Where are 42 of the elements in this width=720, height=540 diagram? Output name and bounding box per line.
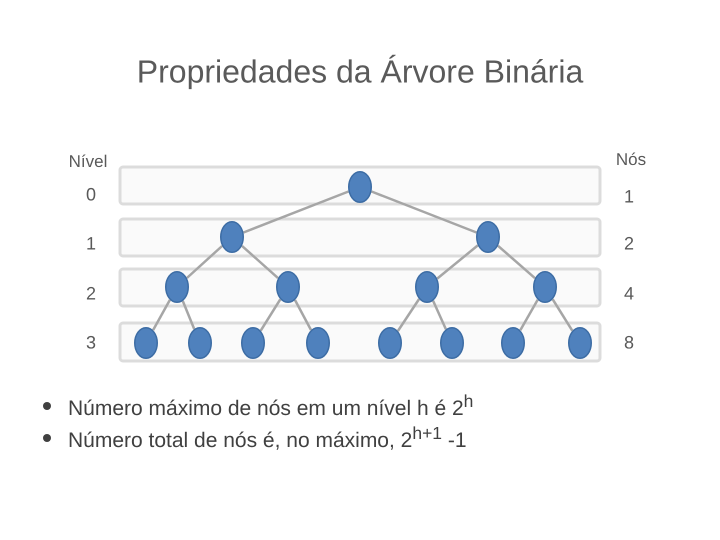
tree-node-circle	[188, 327, 212, 359]
bullet-text: Número máximo de nós em um nível h é 2$^{h}$	[68, 390, 474, 422]
node-count: 2	[624, 234, 634, 254]
tree-edge	[519, 299, 539, 331]
node-count: 1	[624, 186, 634, 208]
tree-node-circle	[568, 327, 592, 359]
tree-edge	[243, 190, 349, 234]
tree-edge	[260, 298, 282, 332]
level-number: 3	[86, 332, 96, 354]
tree-node-circle	[276, 271, 300, 303]
tree-edge	[432, 300, 448, 330]
tree-node-circle	[306, 327, 330, 359]
tree-node-circle	[415, 271, 439, 303]
column-header: Nível	[68, 152, 108, 172]
tree-edge	[186, 245, 223, 279]
tree-node-circle	[241, 327, 265, 359]
bullet-text: Número total de nós é, no máximo, 2$^{h+1}$ -1	[68, 422, 467, 454]
tree-edge	[182, 300, 196, 330]
column-header: Nós	[616, 150, 646, 170]
tree-edge	[371, 190, 477, 234]
node-count: 4	[624, 284, 634, 304]
level-number: 1	[86, 234, 96, 254]
tree-node-circle	[440, 327, 464, 359]
tree-edge	[552, 298, 574, 332]
tree-node-circle	[348, 171, 372, 203]
tree-node-circle	[134, 327, 158, 359]
level-number: 2	[86, 284, 96, 304]
tree-node-circle	[165, 271, 189, 303]
tree-edge	[152, 299, 171, 331]
level-number: 0	[86, 184, 96, 206]
node-count: 8	[624, 332, 634, 354]
tree-node-circle	[378, 327, 402, 359]
tree-node-circle	[501, 327, 525, 359]
tree-node-circle	[476, 221, 500, 253]
tree-node-circle	[533, 271, 557, 303]
tree-edge	[294, 299, 312, 331]
tree-edge	[497, 244, 536, 280]
tree-edge	[396, 298, 420, 332]
tree-node-circle	[220, 221, 244, 253]
tree-edge	[241, 244, 279, 280]
tree-edge	[436, 244, 479, 280]
slide-title: Propriedades da Árvore Binária	[136, 54, 584, 90]
